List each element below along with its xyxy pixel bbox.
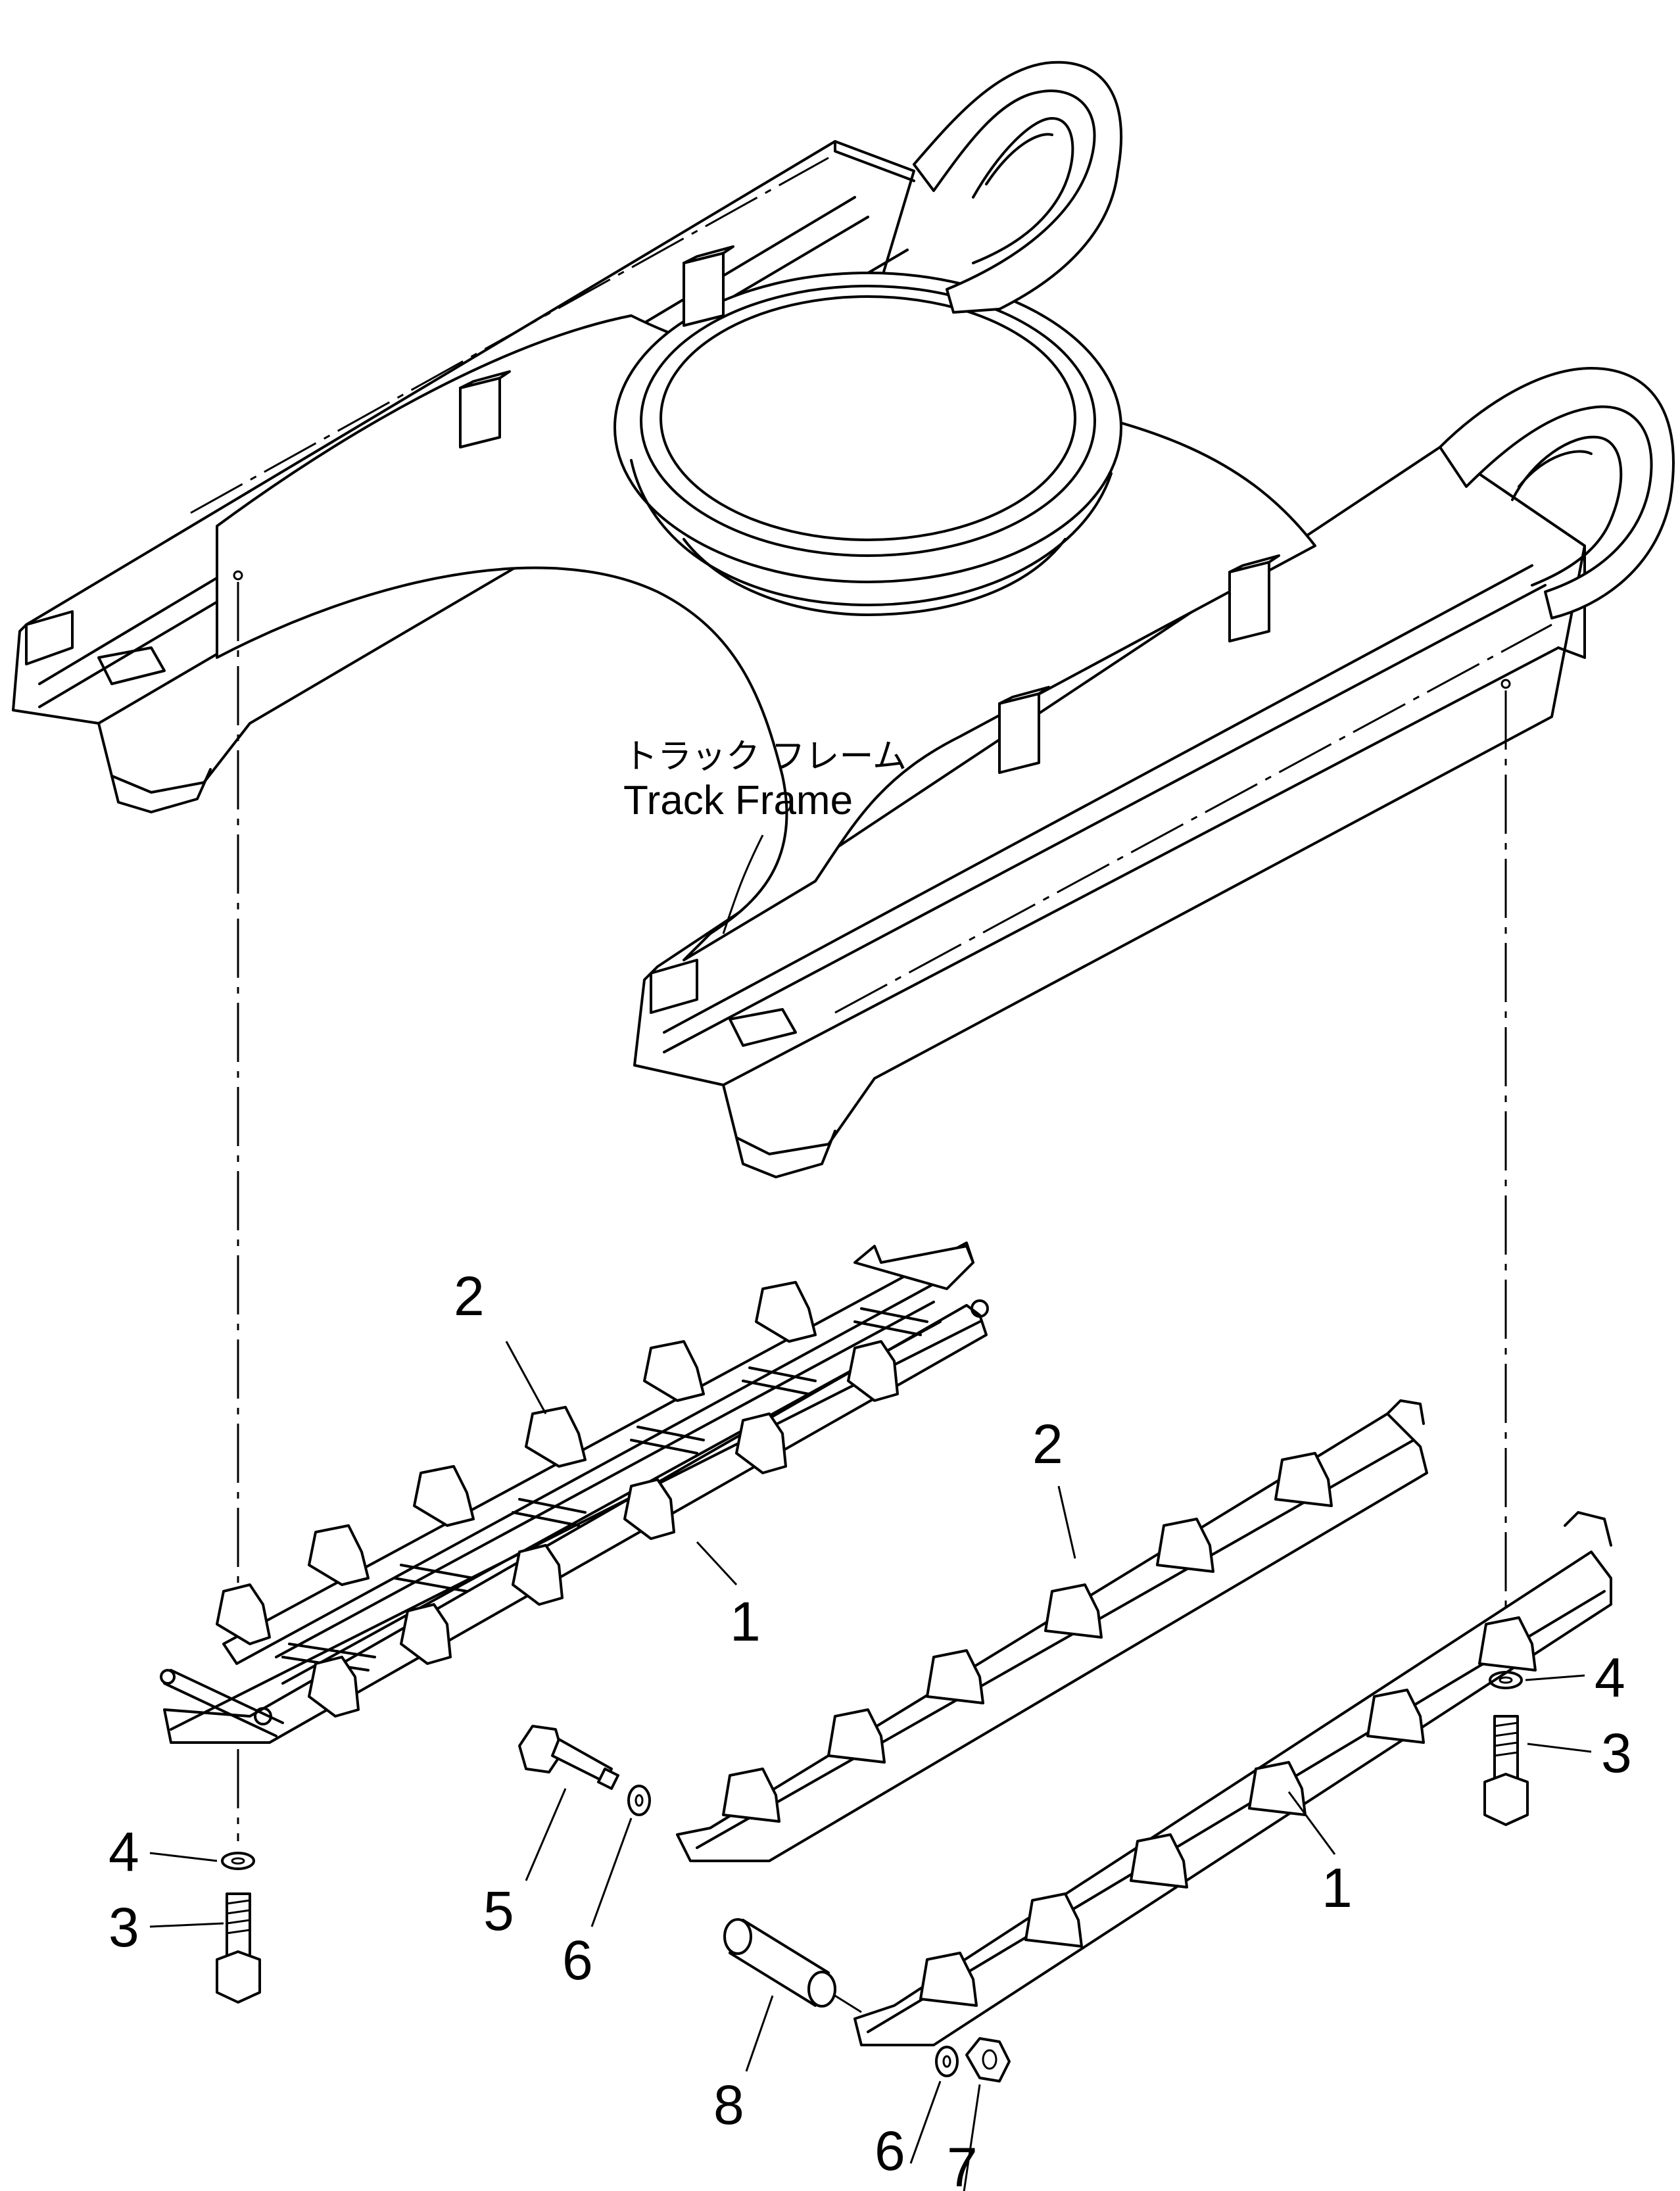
callout-guard-left: 1 (730, 1591, 761, 1652)
leader-bolt-right (1527, 1743, 1592, 1753)
leader-bolt-left (149, 1922, 224, 1928)
washer-b (935, 2046, 959, 2077)
leader-long-bolt (525, 1788, 567, 1881)
leader-washer-left (149, 1852, 218, 1862)
callout-bolt-right: 3 (1601, 1722, 1632, 1784)
leader-guide-left (505, 1341, 547, 1414)
leader-spacer (745, 1995, 774, 2072)
track-guide-right (676, 1399, 1428, 1862)
callout-guide-left: 2 (454, 1265, 485, 1327)
bolt-left (216, 1892, 261, 2004)
bolt-right (1483, 1715, 1529, 1826)
frame-label-japanese: トラック フレーム (623, 737, 907, 777)
washer-left (221, 1852, 255, 1870)
callout-spacer: 8 (713, 2074, 744, 2136)
nut (965, 2037, 1011, 2083)
leader-washer-b (909, 2081, 942, 2164)
callout-washer-a: 6 (562, 1929, 593, 1991)
callout-guide-right: 2 (1032, 1413, 1063, 1475)
frame-label-english: Track Frame (623, 778, 853, 823)
callout-bolt-left: 3 (108, 1896, 139, 1958)
callout-long-bolt: 5 (483, 1880, 514, 1942)
callout-washer-right: 4 (1595, 1647, 1625, 1708)
washer-right (1489, 1671, 1523, 1689)
leader-washer-right (1525, 1674, 1585, 1681)
callout-nut: 7 (947, 2136, 978, 2191)
callout-washer-left: 4 (108, 1821, 139, 1883)
track-guard-left (160, 1241, 989, 1744)
leader-guard-left (696, 1541, 738, 1586)
callout-guard-right: 1 (1322, 1857, 1353, 1919)
callout-washer-b: 6 (875, 2120, 905, 2182)
spacer (723, 1918, 862, 2013)
washer-a (627, 1785, 651, 1816)
leader-guide-right (1057, 1485, 1076, 1559)
leader-guard-right (1287, 1791, 1336, 1855)
long-bolt (518, 1725, 619, 1790)
leader-washer-a (590, 1818, 633, 1927)
track-frame (12, 60, 1675, 1178)
track-guard-right (853, 1511, 1612, 2046)
leader-nut (963, 2084, 981, 2191)
